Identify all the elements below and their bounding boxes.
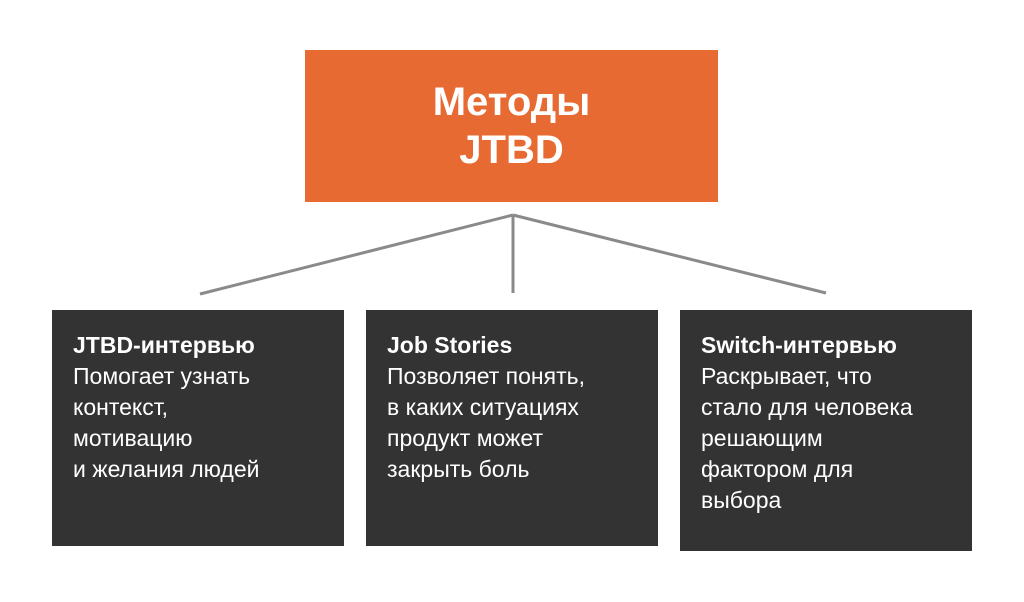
method-description: Раскрывает, что стало для человека решаю… [701,363,913,513]
method-title: Job Stories [387,332,513,358]
root-node: Методы JTBD [305,50,718,202]
method-card-switch-interview: Switch-интервью Раскрывает, что стало дл… [680,310,972,551]
method-description: Помогает узнать контекст, мотивацию и же… [73,363,260,482]
method-card-job-stories: Job Stories Позволяет понять, в каких си… [366,310,658,546]
method-description: Позволяет понять, в каких ситуациях прод… [387,363,585,482]
method-card-jtbd-interview: JTBD-интервью Помогает узнать контекст, … [52,310,344,546]
connector-right [512,213,827,295]
method-title: JTBD-интервью [73,332,255,358]
method-title: Switch-интервью [701,332,897,358]
connector-left [199,213,514,296]
root-title: Методы JTBD [432,80,591,172]
